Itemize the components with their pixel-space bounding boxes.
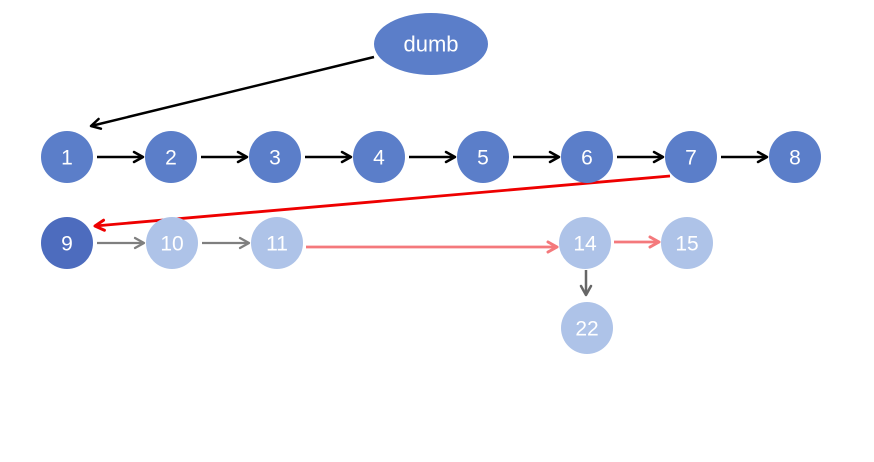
node-9-label: 9: [61, 232, 73, 255]
edge-dumb-1: [89, 55, 375, 130]
node-1: 1: [41, 131, 93, 183]
node-dumb: dumb: [374, 13, 488, 75]
node-11-label: 11: [266, 232, 288, 255]
edge-7-9: [93, 174, 671, 232]
node-2-label: 2: [165, 146, 177, 169]
node-6-label: 6: [581, 146, 593, 169]
node-8: 8: [769, 131, 821, 183]
node-22: 22: [561, 302, 613, 354]
node-15-shape: [661, 217, 713, 269]
node-5-label: 5: [477, 146, 489, 169]
node-6: 6: [561, 131, 613, 183]
node-14-label: 14: [573, 232, 597, 255]
node-dumb-shape: [374, 13, 488, 75]
node-11: 11: [251, 217, 303, 269]
node-11-shape: [251, 217, 303, 269]
node-10-label: 10: [160, 232, 183, 255]
node-4: 4: [353, 131, 405, 183]
node-5: 5: [457, 131, 509, 183]
node-3-label: 3: [269, 146, 281, 169]
node-7: 7: [665, 131, 717, 183]
node-5-shape: [457, 131, 509, 183]
node-22-shape: [561, 302, 613, 354]
node-2: 2: [145, 131, 197, 183]
node-10-shape: [146, 217, 198, 269]
node-4-label: 4: [373, 146, 385, 169]
node-4-shape: [353, 131, 405, 183]
node-3-shape: [249, 131, 301, 183]
node-2-shape: [145, 131, 197, 183]
node-8-label: 8: [789, 146, 801, 169]
node-7-shape: [665, 131, 717, 183]
node-1-shape: [41, 131, 93, 183]
node-15: 15: [661, 217, 713, 269]
node-9-shape: [41, 217, 93, 269]
node-dumb-label: dumb: [403, 32, 458, 57]
node-10: 10: [146, 217, 198, 269]
node-15-label: 15: [675, 232, 698, 255]
node-14-shape: [559, 217, 611, 269]
node-1-label: 1: [61, 146, 73, 169]
node-6-shape: [561, 131, 613, 183]
node-7-label: 7: [685, 146, 697, 169]
node-8-shape: [769, 131, 821, 183]
node-9: 9: [41, 217, 93, 269]
node-3: 3: [249, 131, 301, 183]
node-14: 14: [559, 217, 611, 269]
node-22-label: 22: [575, 317, 598, 340]
